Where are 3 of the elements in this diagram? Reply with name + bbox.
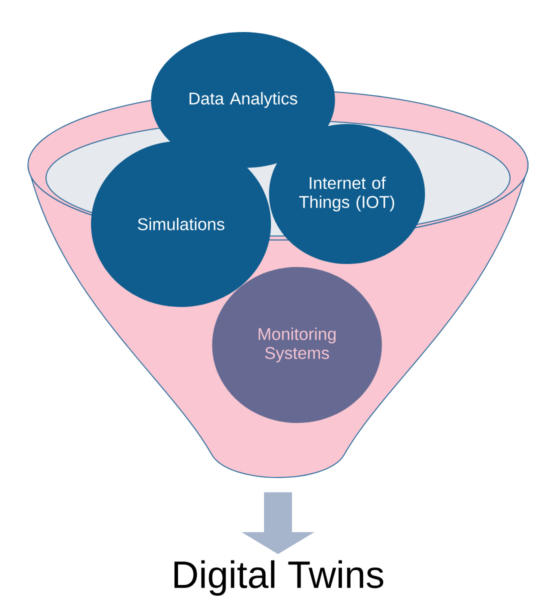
node-label: Data Analytics xyxy=(190,92,298,108)
node-label: Simulations xyxy=(138,218,224,230)
title-text: Digital Twins xyxy=(174,560,384,596)
